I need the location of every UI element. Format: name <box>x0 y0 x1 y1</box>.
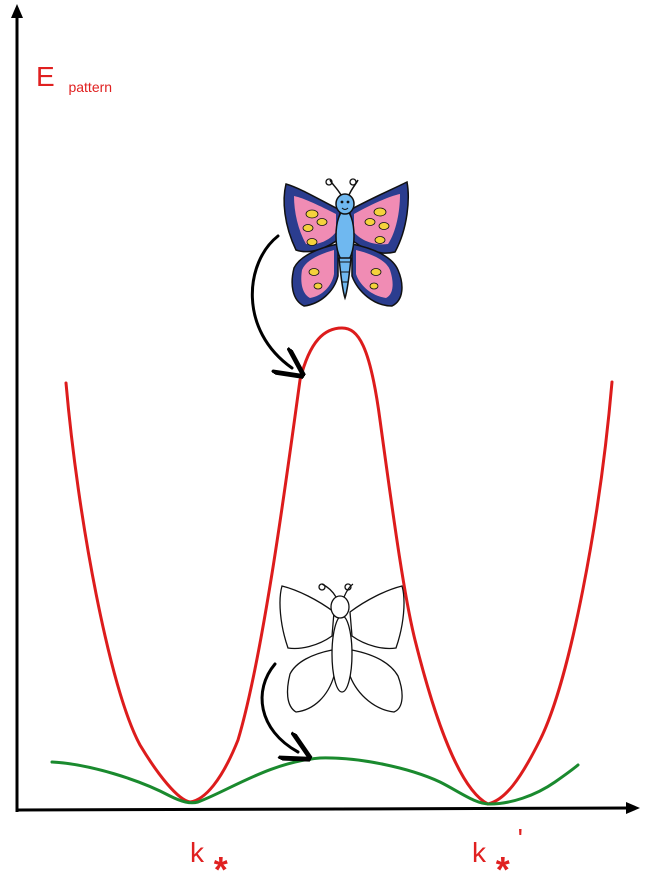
butterfly-colored-icon <box>284 179 408 306</box>
x-tick-k-star-main: k <box>190 837 205 868</box>
y-axis-label-sub: pattern <box>68 79 112 95</box>
x-axis-arrowhead <box>626 802 640 814</box>
x-tick-k-star-prime-main: k <box>472 837 487 868</box>
x-tick-k-star-mark: * <box>214 849 228 871</box>
x-tick-k-star-prime-symbol: ' <box>518 823 523 854</box>
x-tick-k-star-prime-mark: * <box>496 849 510 871</box>
x-axis <box>17 808 632 810</box>
x-tick-k-star: k * <box>190 837 228 871</box>
y-axis-arrowhead <box>11 4 23 18</box>
arrow-colored-butterfly <box>252 236 292 368</box>
red-energy-curve <box>66 328 612 804</box>
y-axis-label: E pattern <box>36 61 112 95</box>
butterfly-outline-icon <box>280 584 404 712</box>
x-tick-k-star-prime: k * ' <box>472 823 523 871</box>
y-axis-label-main: E <box>36 61 55 92</box>
